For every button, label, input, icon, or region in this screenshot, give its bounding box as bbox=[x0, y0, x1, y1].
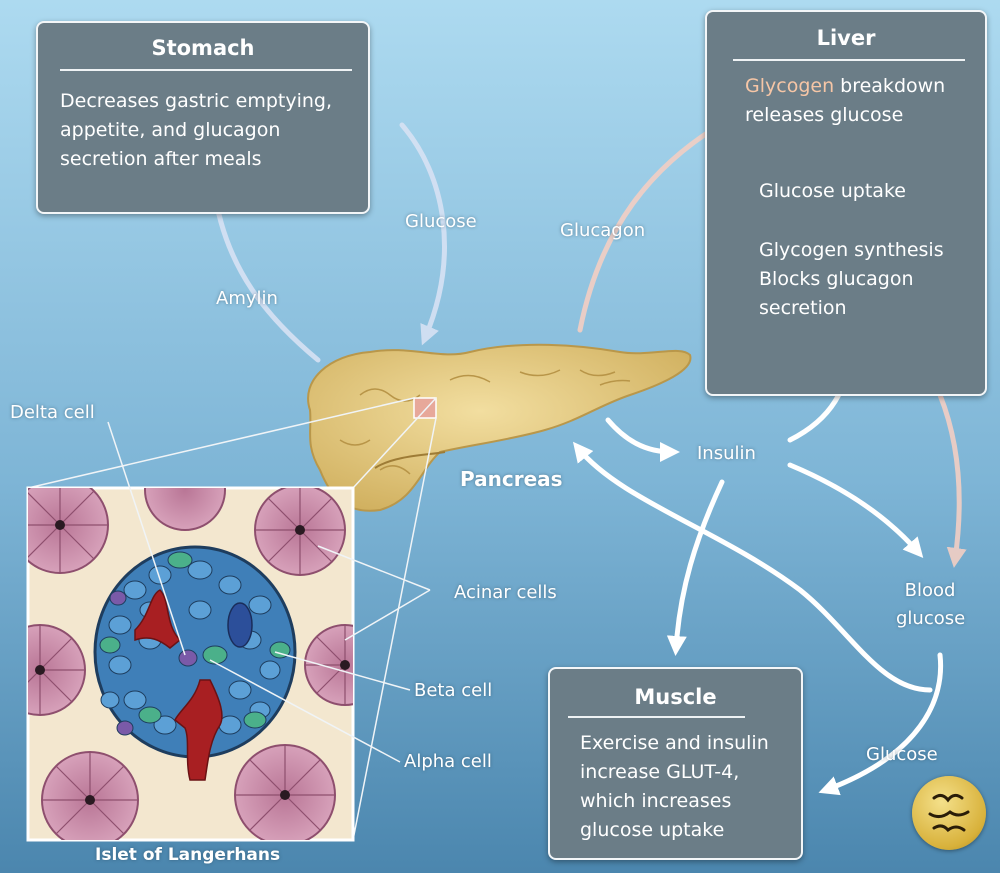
label-alpha-cell: Alpha cell bbox=[404, 751, 492, 772]
label-glucose-top: Glucose bbox=[405, 211, 477, 232]
blood-glucose-line: glucose bbox=[896, 608, 966, 629]
liver-synthesis-text: Glycogen synthesis Blocks glucagon secre… bbox=[759, 236, 944, 323]
liver-releases-line: releases glucose bbox=[745, 104, 904, 126]
leader-lines bbox=[107, 421, 431, 763]
islet-inset bbox=[26, 486, 355, 842]
blood-glucose-line: Blood bbox=[904, 580, 956, 601]
muscle-line: which increases bbox=[580, 790, 732, 812]
stomach-box: Stomach Decreases gastric emptying, appe… bbox=[36, 21, 370, 214]
muscle-title: Muscle bbox=[634, 685, 717, 709]
muscle-line: glucose uptake bbox=[580, 819, 725, 841]
muscle-title-rule bbox=[568, 716, 745, 718]
stomach-title: Stomach bbox=[151, 36, 255, 60]
liver-synthesis-line: Blocks glucagon bbox=[759, 268, 914, 290]
flow-arrows bbox=[205, 115, 967, 796]
zoom-lines bbox=[27, 397, 437, 841]
muscle-box: Muscle Exercise and insulin increase GLU… bbox=[548, 667, 803, 860]
pancreas-illustration bbox=[307, 343, 692, 512]
stomach-description: Decreases gastric emptying, appetite, an… bbox=[60, 87, 332, 174]
label-amylin: Amylin bbox=[216, 288, 278, 309]
liver-breakdown-word: breakdown bbox=[834, 75, 946, 97]
liver-breakdown-text: Glycogen breakdown releases glucose bbox=[745, 72, 945, 130]
muscle-description: Exercise and insulin increase GLUT-4, wh… bbox=[580, 729, 769, 845]
islet-cells bbox=[93, 545, 297, 781]
calligraphy-seal-logo bbox=[912, 776, 986, 850]
liver-title-rule bbox=[733, 59, 965, 61]
liver-title: Liver bbox=[816, 26, 876, 50]
liver-glycogen-word: Glycogen bbox=[745, 75, 835, 97]
liver-synthesis-line: secretion bbox=[759, 297, 847, 319]
seal-calligraphy-icon bbox=[928, 793, 970, 833]
stomach-line: Decreases gastric emptying, bbox=[60, 90, 333, 112]
label-glucagon: Glucagon bbox=[560, 220, 646, 241]
liver-synthesis-line: Glycogen synthesis bbox=[759, 239, 944, 261]
label-glucose-bottom: Glucose bbox=[866, 744, 938, 765]
label-islet-of-langerhans: Islet of Langerhans bbox=[95, 845, 281, 865]
label-beta-cell: Beta cell bbox=[414, 680, 493, 701]
label-delta-cell: Delta cell bbox=[10, 402, 95, 423]
muscle-line: Exercise and insulin bbox=[580, 732, 769, 754]
stomach-title-rule bbox=[60, 69, 352, 71]
stomach-line: appetite, and glucagon bbox=[60, 119, 281, 141]
acinar-clusters bbox=[28, 488, 353, 840]
label-blood-glucose: Blood glucose bbox=[896, 577, 966, 633]
label-insulin: Insulin bbox=[697, 443, 756, 464]
label-pancreas: Pancreas bbox=[460, 467, 563, 491]
liver-uptake-text: Glucose uptake bbox=[759, 180, 906, 202]
muscle-line: increase GLUT-4, bbox=[580, 761, 740, 783]
label-acinar-cells: Acinar cells bbox=[454, 582, 557, 603]
liver-box: Liver Glycogen breakdown releases glucos… bbox=[705, 10, 987, 396]
stomach-line: secretion after meals bbox=[60, 148, 262, 170]
